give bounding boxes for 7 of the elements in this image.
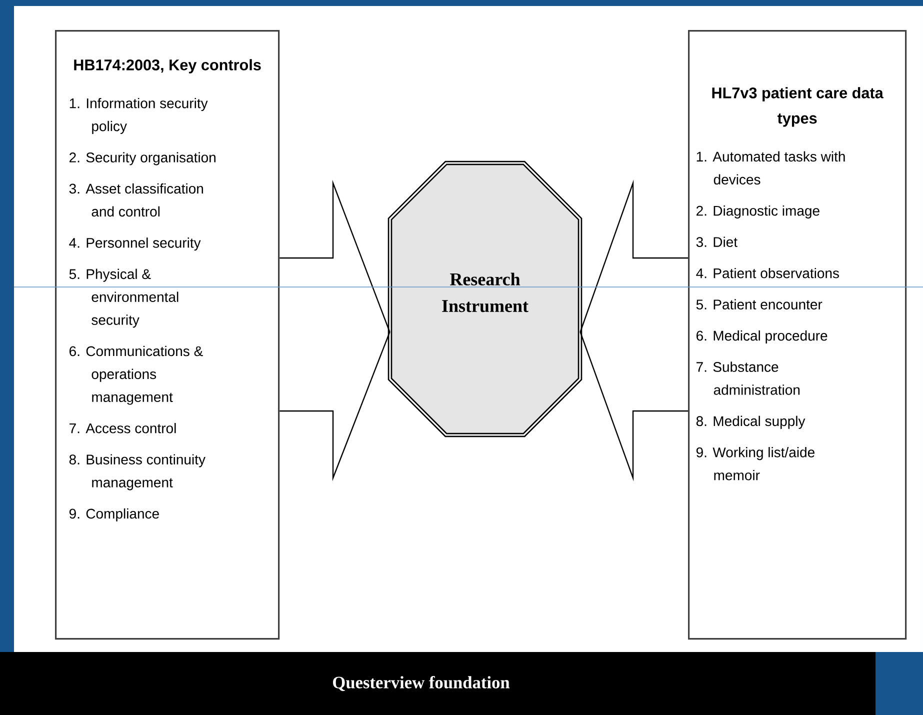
list-box: HB174:2003, Key controls 1. Information security policy 2. Security organisation 3. Asset classification and control 4. Personnel security 5. Physical & environmental security 6. Communications & operations management 7. Access control 8. Business continuity management 9. Compliance <box>55 30 280 640</box>
funnel-line <box>580 180 688 332</box>
funnel-line <box>580 332 688 482</box>
funnel-line <box>280 180 390 332</box>
list-box: HL7v3 patient care data types 1. Automated tasks with devices 2. Diagnostic image 3. Diet 4. Patient observations 5. Patient encounter 6. Medical procedure 7. Substance administration 8. Medical supply 9. Working list/aide memoir <box>688 30 907 640</box>
funnel-line <box>280 332 390 482</box>
footer-band: Questerview foundation <box>0 652 876 715</box>
